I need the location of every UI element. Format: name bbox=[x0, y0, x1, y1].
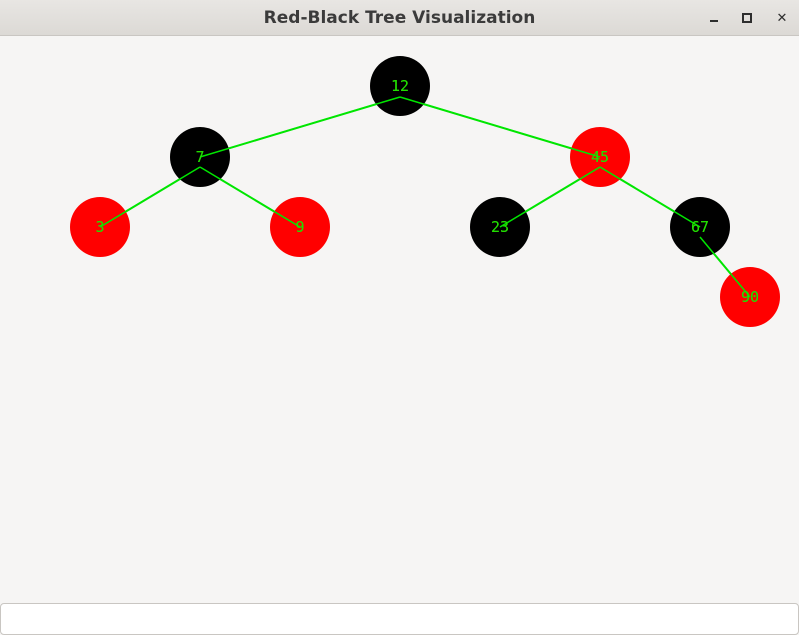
maximize-icon bbox=[742, 13, 752, 23]
tree-edge-overlay bbox=[399, 96, 601, 158]
tree-node-label-top: 23 bbox=[491, 218, 509, 236]
minimize-button[interactable] bbox=[702, 6, 726, 30]
tree-edge-overlay bbox=[199, 96, 401, 158]
close-icon: ✕ bbox=[776, 10, 788, 26]
tree-node-label-top: 67 bbox=[691, 218, 709, 236]
tree-edge-overlay bbox=[699, 236, 751, 298]
tree-node-label: 12 bbox=[391, 77, 409, 95]
tree-node-label-top: 7 bbox=[195, 148, 204, 166]
window-titlebar[interactable]: Red-Black Tree Visualization ✕ bbox=[0, 0, 799, 36]
tree-edge-overlay bbox=[599, 166, 701, 228]
minimize-icon bbox=[710, 20, 718, 22]
command-input[interactable] bbox=[0, 603, 799, 635]
tree-node-label-top: 45 bbox=[591, 148, 609, 166]
window-title: Red-Black Tree Visualization bbox=[263, 8, 536, 28]
tree-node-label-top: 9 bbox=[295, 218, 304, 236]
close-button[interactable]: ✕ bbox=[770, 6, 794, 30]
tree-edge-overlay bbox=[99, 166, 201, 228]
maximize-button[interactable] bbox=[735, 6, 759, 30]
tree-node-label-top: 12 bbox=[391, 77, 409, 95]
tree-node-label-top: 90 bbox=[741, 288, 759, 306]
tree-edge-overlay bbox=[199, 166, 301, 228]
tree-node-label-top: 3 bbox=[95, 218, 104, 236]
tree-edge-overlay bbox=[499, 166, 601, 228]
